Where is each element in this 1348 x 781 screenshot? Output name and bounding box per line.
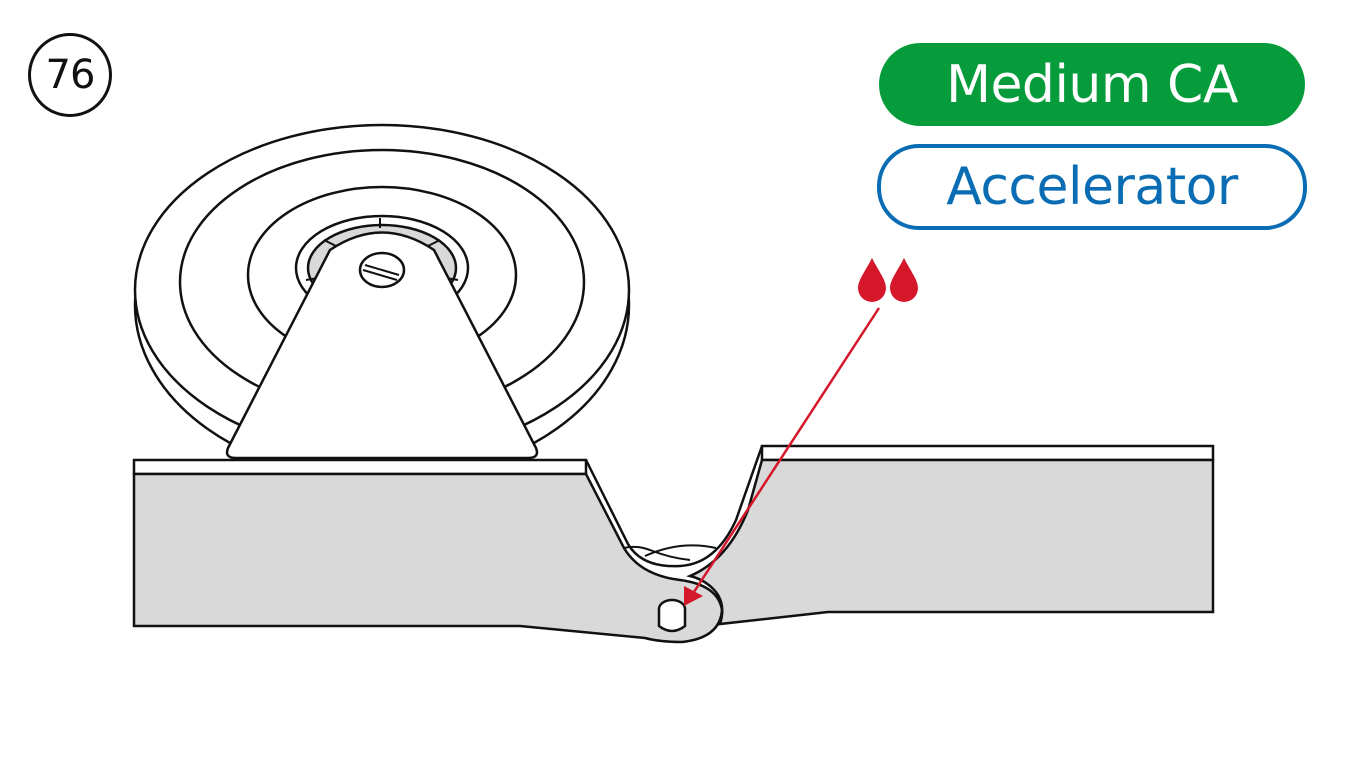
step-number-badge: 76 (28, 33, 112, 117)
accelerator-label: Accelerator (877, 144, 1307, 230)
medium-ca-text: Medium CA (946, 54, 1238, 115)
accelerator-text: Accelerator (946, 157, 1238, 217)
two-glue-drops-icon (858, 258, 918, 302)
application-arrow (684, 307, 881, 606)
step-number: 76 (45, 52, 96, 98)
medium-ca-label: Medium CA (879, 43, 1305, 126)
chassis-part (132, 444, 1215, 644)
glue-drop (890, 258, 918, 302)
fork-bracket (225, 231, 539, 460)
glue-drop (858, 258, 886, 302)
